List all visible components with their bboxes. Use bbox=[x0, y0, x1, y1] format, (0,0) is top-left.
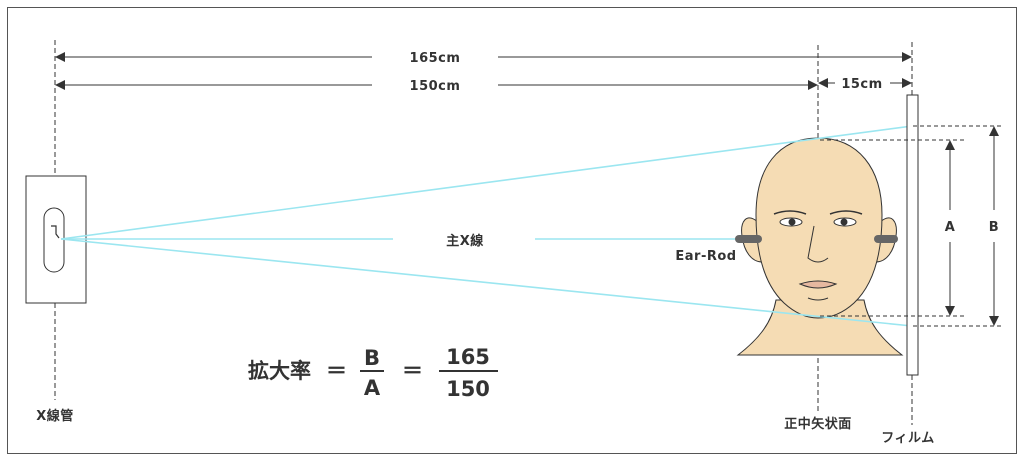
dimension-15: 15cm bbox=[818, 77, 912, 92]
formula-equals-2: ＝ bbox=[402, 359, 423, 383]
midsagittal-plane-label: 正中矢状面 bbox=[784, 416, 852, 432]
formula-equals-1: ＝ bbox=[326, 359, 347, 383]
magnification-formula: 拡大率 ＝ B A ＝ 165 150 bbox=[248, 345, 498, 401]
measure-a-label: A bbox=[945, 220, 956, 235]
formula-denominator-symbol: A bbox=[364, 376, 381, 400]
outer-frame bbox=[7, 7, 1017, 454]
dimension-165-label: 165cm bbox=[410, 51, 461, 66]
measure-b-label: B bbox=[989, 220, 999, 235]
measure-b: B bbox=[989, 126, 999, 326]
patient-head bbox=[736, 137, 904, 356]
xray-beams: 主X線 bbox=[60, 125, 913, 327]
xray-tube-label: X線管 bbox=[36, 408, 74, 424]
dimension-150-label: 150cm bbox=[410, 79, 461, 94]
dimension-150: 150cm bbox=[55, 79, 818, 94]
ear-rod-label: Ear-Rod bbox=[675, 249, 736, 264]
formula-numerator-symbol: B bbox=[364, 346, 380, 370]
formula-denominator-value: 150 bbox=[446, 377, 490, 401]
film-label: フィルム bbox=[881, 431, 934, 446]
formula-name: 拡大率 bbox=[248, 359, 311, 383]
formula-numerator-value: 165 bbox=[446, 345, 490, 369]
ear-rod: Ear-Rod bbox=[675, 235, 898, 264]
dimension-15-label: 15cm bbox=[841, 77, 882, 92]
film-plate bbox=[906, 94, 919, 376]
central-ray-label: 主X線 bbox=[446, 233, 484, 249]
measure-a: A bbox=[945, 140, 956, 316]
extension-lines bbox=[820, 125, 1004, 327]
dimension-165: 165cm bbox=[55, 51, 912, 66]
